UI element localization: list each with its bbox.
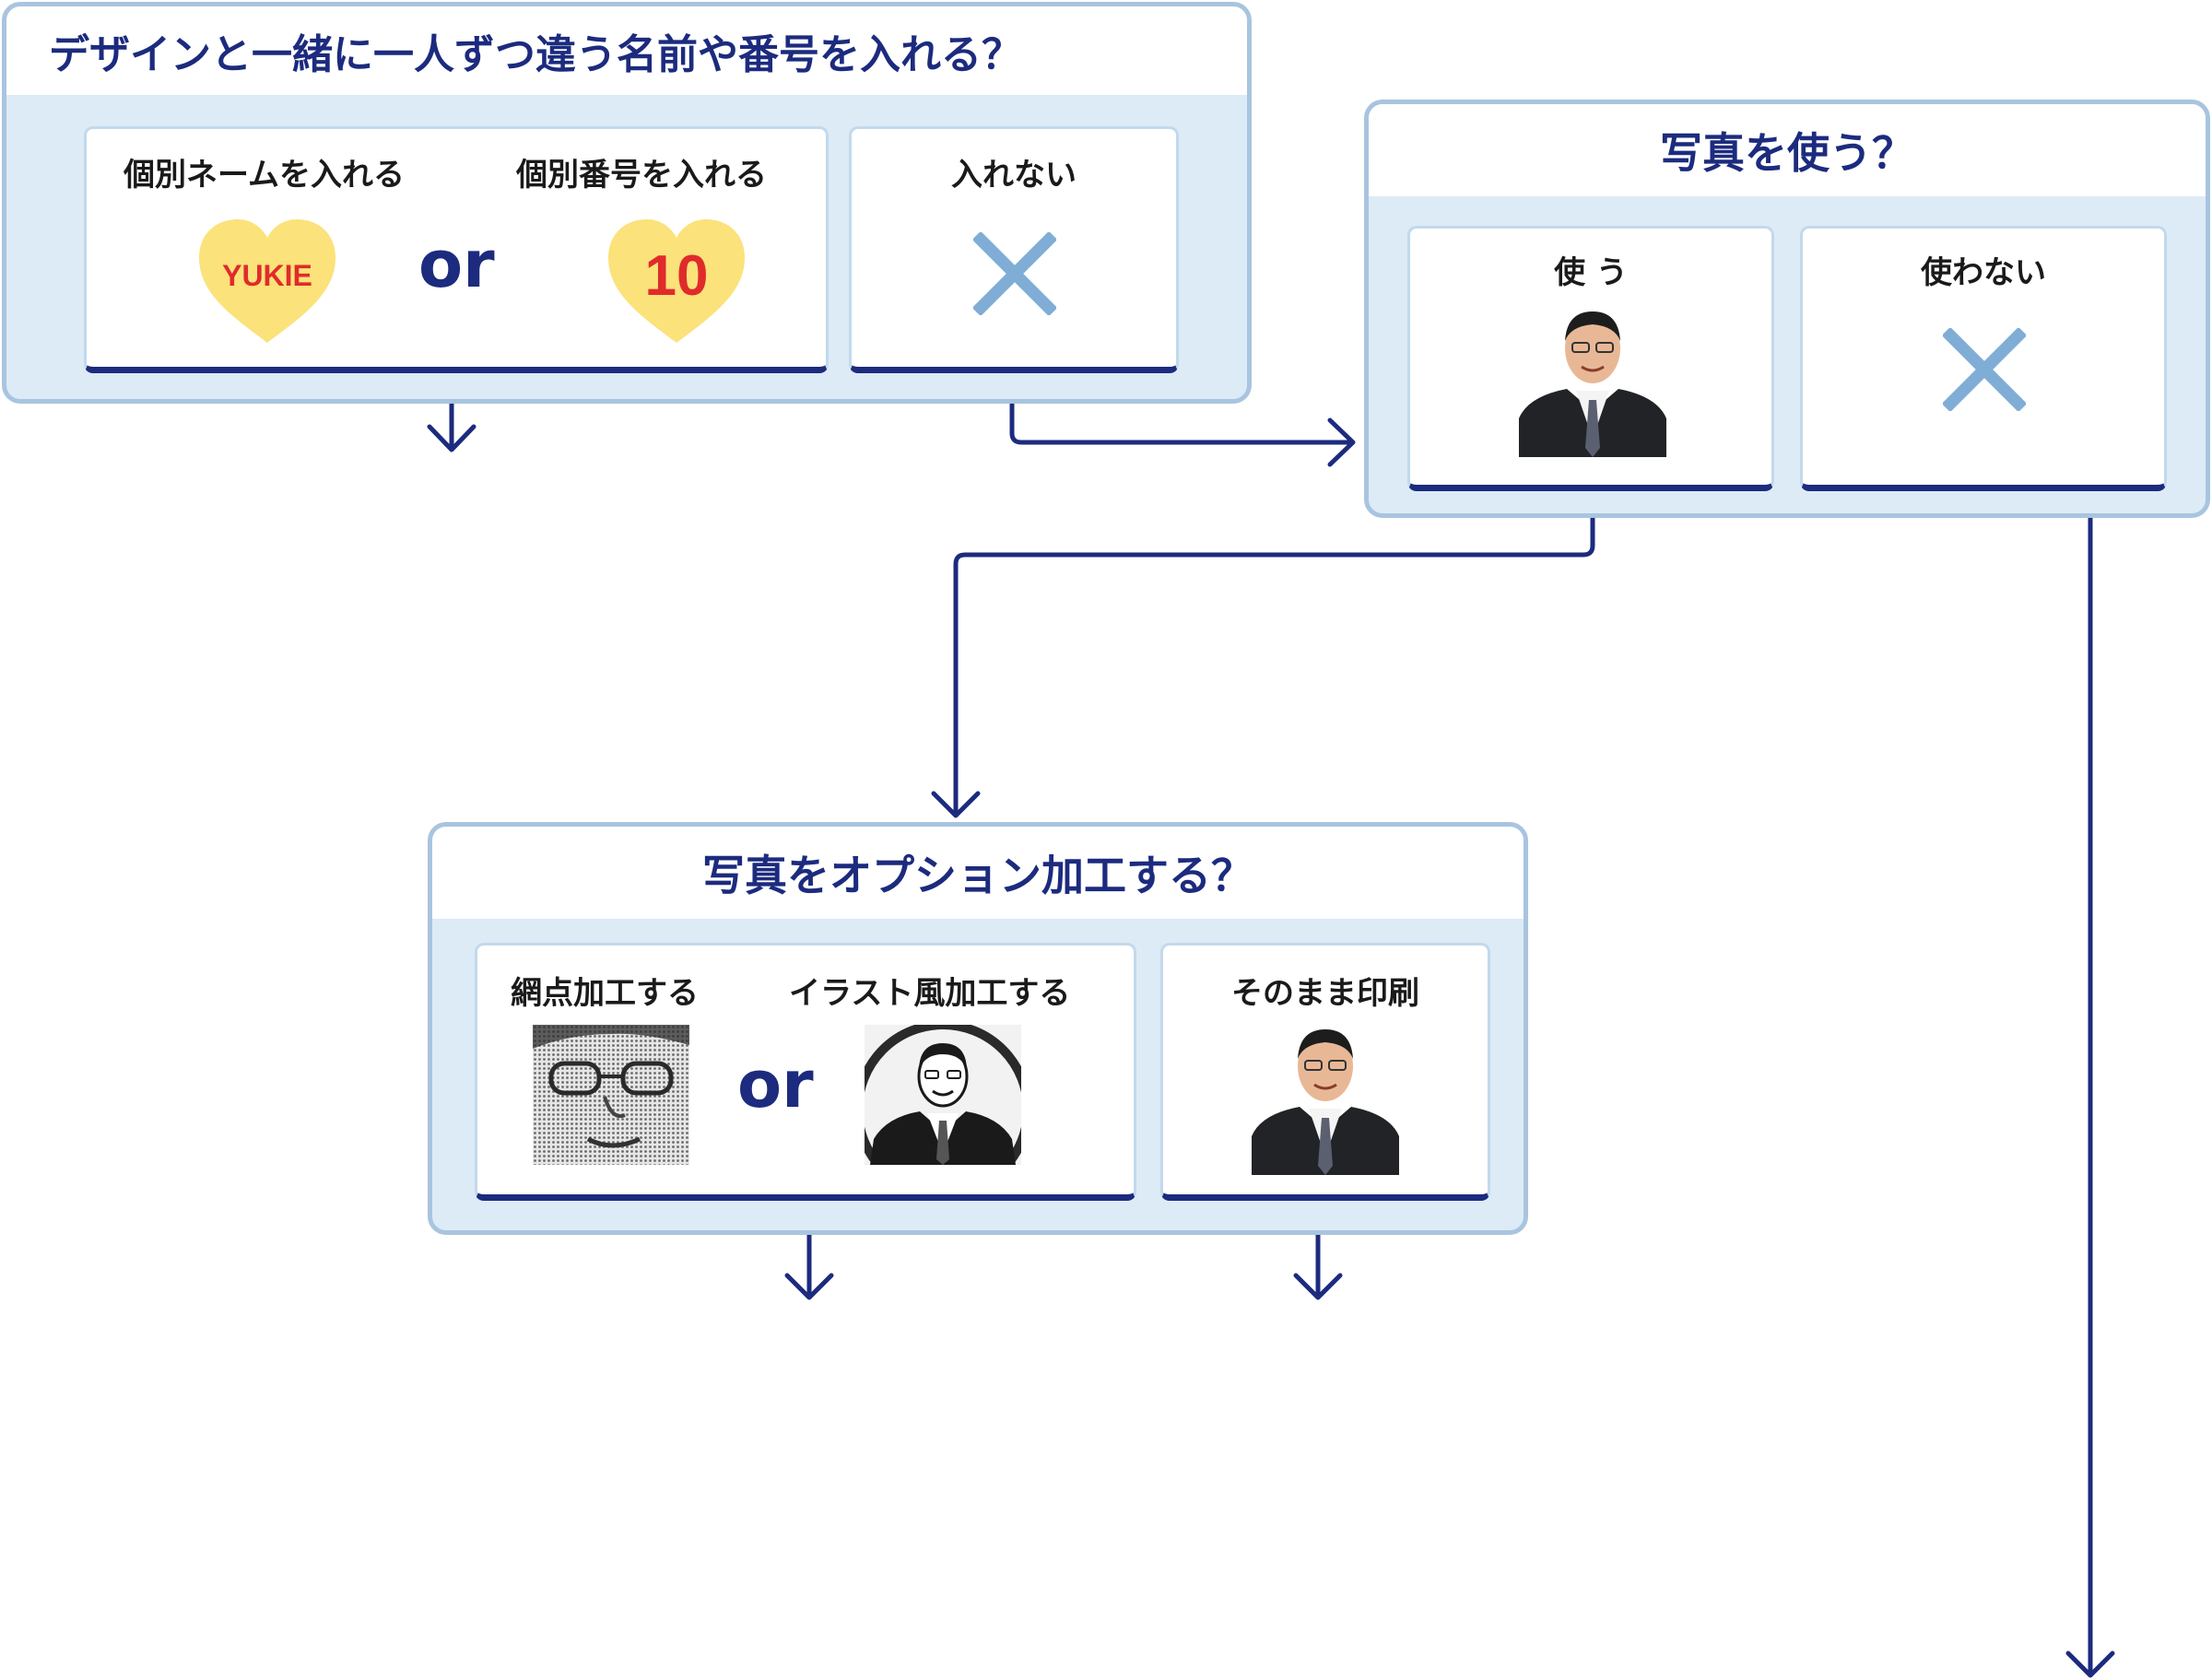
heart-number-text: 10	[645, 244, 709, 308]
step3-card-asis[interactable]: そのまま印刷	[1160, 943, 1490, 1201]
step1-card-none[interactable]: 入れない	[849, 126, 1179, 373]
step3-panel: 写真をオプション加工する？ 網点加工する イラスト風加工する or	[428, 822, 1528, 1235]
step2-card-nouse[interactable]: 使わない	[1800, 226, 2167, 491]
heart-number-icon: 10	[608, 219, 745, 343]
label-use: 使 う	[1554, 254, 1628, 291]
label-print-as-is: そのまま印刷	[1231, 975, 1419, 1012]
portrait-photo	[1519, 300, 1666, 457]
or-text-2: or	[737, 1047, 814, 1122]
label-no-insert: 入れない	[951, 157, 1077, 194]
x-mark-icon	[973, 232, 1056, 315]
label-individual-number: 個別番号を入れる	[516, 157, 767, 194]
step1-title: デザインと一緒に一人ずつ違う名前や番号を入れる？	[6, 6, 1247, 95]
heart-name-text: YUKIE	[222, 259, 312, 292]
heart-name-icon: YUKIE	[199, 219, 335, 343]
step1-card-insert[interactable]: 個別ネームを入れる 個別番号を入れる YUKIE or 10	[84, 126, 829, 373]
label-individual-name: 個別ネームを入れる	[124, 157, 405, 194]
label-halftone: 網点加工する	[511, 975, 699, 1012]
step3-title: 写真をオプション加工する？	[432, 827, 1524, 919]
arrow-nouse-down	[2065, 469, 2115, 1678]
step2-title: 写真を使う？	[1369, 104, 2206, 196]
arrow-none-to-photo	[1009, 358, 1356, 467]
step3-card-process[interactable]: 網点加工する イラスト風加工する or	[475, 943, 1136, 1201]
illustration-portrait-photo	[865, 1025, 1021, 1165]
portrait-photo	[1252, 1018, 1399, 1175]
arrow-use-to-option	[931, 469, 1595, 818]
step2-panel: 写真を使う？ 使 う 使わない	[1364, 100, 2210, 518]
label-illustration: イラスト風加工する	[789, 975, 1071, 1012]
x-mark-icon	[1943, 328, 2026, 411]
or-text-1: or	[418, 227, 495, 302]
step2-card-use[interactable]: 使 う	[1407, 226, 1774, 491]
halftone-face-photo	[533, 1025, 689, 1165]
step1-panel: デザインと一緒に一人ずつ違う名前や番号を入れる？ 個別ネームを入れる 個別番号を…	[2, 2, 1252, 404]
label-no-use: 使わない	[1921, 254, 2046, 291]
